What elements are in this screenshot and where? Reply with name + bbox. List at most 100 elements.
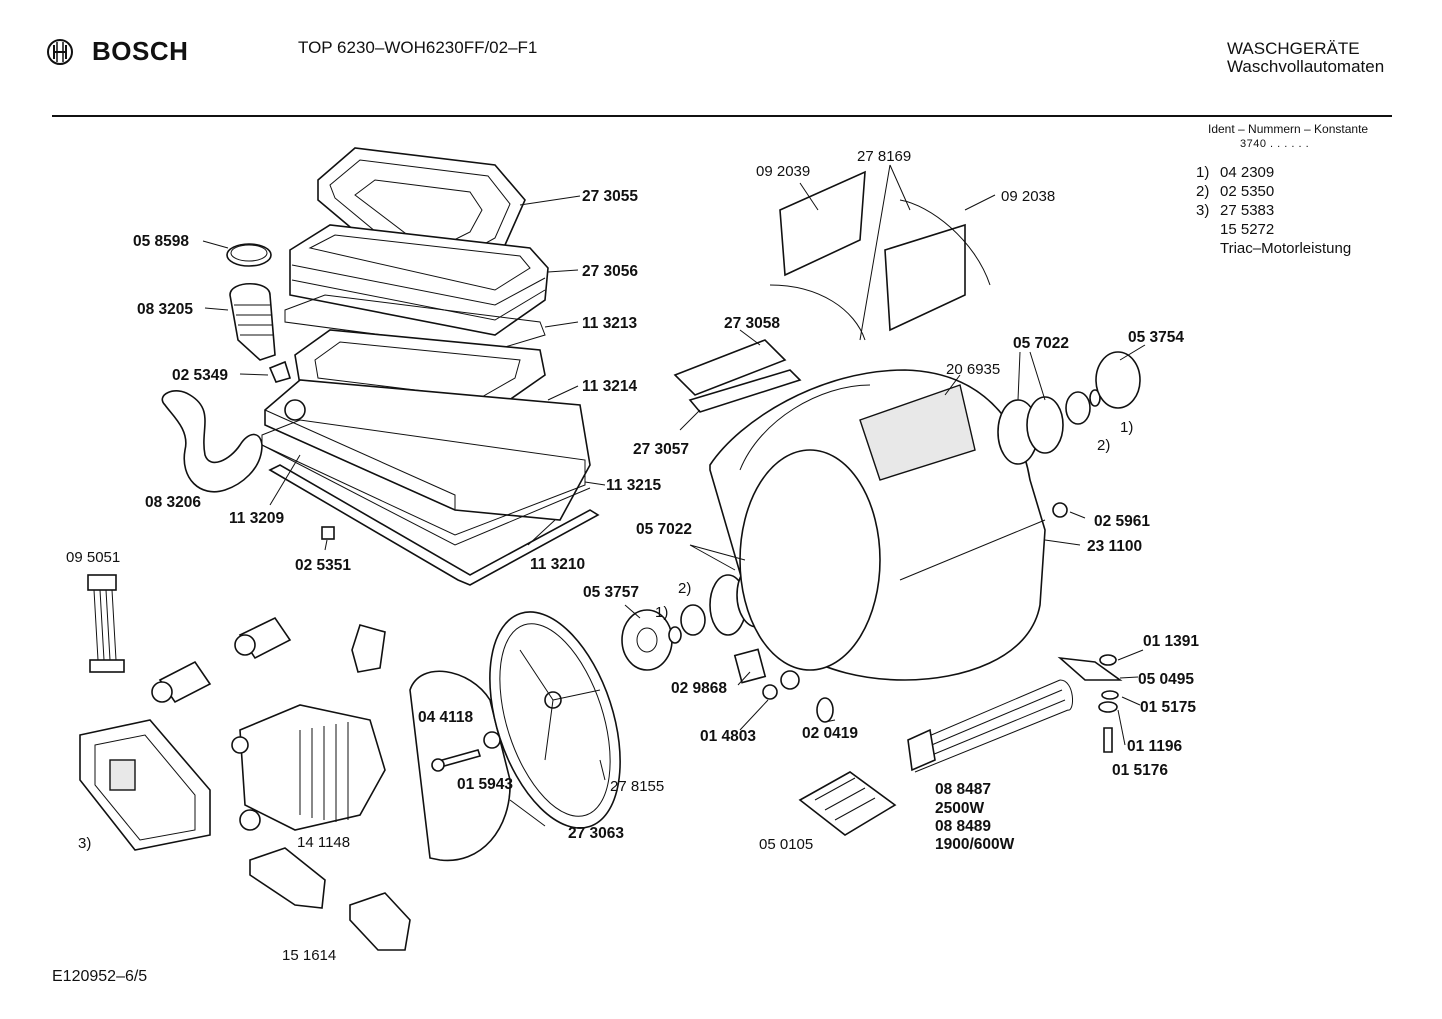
part-label: 01 5943 — [457, 776, 513, 793]
capacitor-part — [151, 660, 212, 704]
part-label: 09 5051 — [66, 549, 120, 566]
part-label: 09 2038 — [1001, 188, 1055, 205]
washer-015175 — [1101, 690, 1119, 700]
seal-ring — [816, 697, 834, 723]
ident-title: Ident – Nummern – Konstante — [1208, 122, 1369, 136]
part-label: 01 1196 — [1127, 738, 1183, 755]
part-label: 11 3214 — [582, 378, 638, 395]
part-label: 08 8487 — [935, 781, 991, 798]
wattage-label: 1900/600W — [935, 836, 1015, 853]
part-label: 27 3057 — [633, 441, 689, 458]
bolt-head — [1052, 502, 1068, 518]
suppressor-part — [234, 616, 292, 660]
note-marker: 2) — [1097, 437, 1110, 454]
part-label: 14 1148 — [297, 834, 350, 851]
hose-clamp — [226, 243, 272, 267]
part-label: 11 3210 — [530, 556, 585, 573]
part-label: 02 0419 — [802, 725, 858, 742]
hose-sleeve — [268, 360, 292, 383]
heating-element — [907, 679, 1073, 773]
part-label: 27 3056 — [582, 263, 638, 280]
screw-015176 — [1103, 727, 1113, 753]
part-label: 09 2039 — [756, 163, 810, 180]
part-label: 20 6935 — [946, 361, 1000, 378]
part-label: 01 1391 — [1143, 633, 1199, 650]
part-label: 04 4118 — [418, 709, 474, 726]
bosch-logo: BOSCH — [46, 36, 188, 67]
wire-harness — [87, 574, 125, 673]
part-label: 05 7022 — [636, 521, 692, 538]
heater-bracket — [1057, 656, 1123, 681]
bearing-flange-rear — [997, 351, 1141, 465]
part-label: 01 4803 — [700, 728, 756, 745]
part-label: 02 5351 — [295, 557, 351, 574]
note-marker: 1) — [1120, 419, 1133, 436]
bolt-screw — [431, 749, 482, 772]
rating-plate-1 — [673, 339, 787, 396]
bracket-plate — [351, 624, 386, 673]
gasket-seal — [284, 294, 546, 351]
part-label: 08 3205 — [137, 301, 193, 318]
gasket-ring-lower — [261, 444, 591, 546]
rating-plate-2 — [688, 369, 802, 413]
part-label: 05 7022 — [1013, 335, 1069, 352]
part-label: 23 1100 — [1087, 538, 1142, 555]
rear-cover — [409, 670, 511, 862]
bosch-armature-icon — [47, 38, 73, 65]
carbon-brush-1 — [249, 847, 326, 909]
note-row: 3)27 5383 — [1196, 202, 1275, 219]
part-label: 27 8169 — [857, 148, 911, 165]
part-label: 11 3209 — [229, 510, 285, 527]
part-label: 08 3206 — [145, 494, 201, 511]
part-label: 02 5349 — [172, 367, 228, 384]
header-divider — [52, 115, 1392, 117]
control-module — [79, 719, 211, 851]
part-label: 05 0495 — [1138, 671, 1194, 688]
part-label: 08 8489 — [935, 818, 991, 835]
note-row: Triac–Motorleistung — [1220, 240, 1352, 257]
part-label: 27 3063 — [568, 825, 624, 842]
mounting-rail — [268, 464, 600, 586]
wash-tub — [709, 369, 1046, 681]
clip-part — [321, 526, 335, 540]
part-label: 15 1614 — [282, 947, 336, 964]
part-label: 02 5961 — [1094, 513, 1150, 530]
lifter-left — [779, 170, 866, 277]
part-label: 27 3058 — [724, 315, 780, 332]
temperature-sensor — [733, 648, 767, 684]
category-title: WASCHGERÄTE — [1227, 39, 1360, 58]
lint-filter — [798, 771, 897, 836]
note-marker: 1) — [655, 604, 668, 621]
note-row: 15 5272 — [1220, 221, 1275, 238]
bellows-hose — [229, 283, 276, 361]
leader-lines — [202, 164, 1146, 827]
drawing-number: E120952–6/5 — [52, 968, 148, 985]
wattage-label: 2500W — [935, 800, 984, 817]
sensor-nut — [762, 684, 778, 700]
part-label: 05 8598 — [133, 233, 189, 250]
notes-list: 1)04 2309 2)02 5350 3)27 5383 15 5272 Tr… — [1196, 163, 1351, 258]
part-label: 05 3754 — [1128, 329, 1184, 346]
part-label: 27 3055 — [582, 188, 638, 205]
lifter-right — [884, 223, 966, 332]
note-marker: 3) — [78, 835, 91, 852]
housing-base — [264, 379, 591, 521]
note-row: 1)04 2309 — [1196, 164, 1275, 181]
category-subtitle: Waschvollautomaten — [1227, 57, 1385, 76]
carbon-brush-2 — [349, 892, 411, 951]
part-label: 05 3757 — [583, 584, 639, 601]
drain-hose — [161, 390, 263, 493]
part-label: 27 8155 — [610, 778, 664, 795]
part-label: 01 5176 — [1112, 762, 1168, 779]
washer-011196 — [1098, 701, 1118, 713]
note-marker: 2) — [678, 580, 691, 597]
part-label: 11 3213 — [582, 315, 638, 332]
top-frame — [289, 224, 549, 336]
note-row: 2)02 5350 — [1196, 183, 1275, 200]
part-label: 02 9868 — [671, 680, 727, 697]
drive-motor — [231, 704, 386, 831]
model-title: TOP 6230–WOH6230FF/02–F1 — [298, 38, 538, 57]
part-label: 01 5175 — [1140, 699, 1196, 716]
part-label: 11 3215 — [606, 477, 662, 494]
